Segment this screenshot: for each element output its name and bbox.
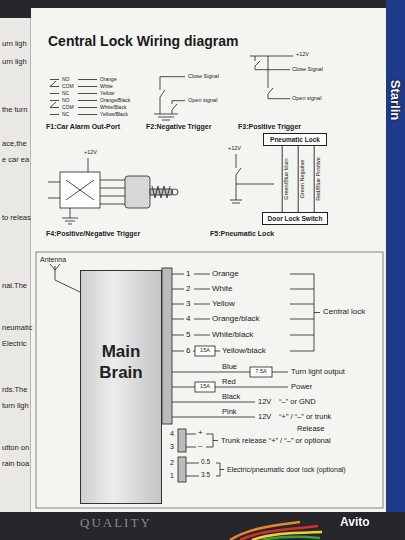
page-fragment: ace,the [2,140,27,148]
wire-label: 1 [170,472,174,479]
wire-label: Red [222,378,236,386]
component-box: Pneumatic Lock [263,133,327,146]
wire-label: 0.5 [201,459,210,466]
fuse-rating: 15A [200,348,210,354]
page-fragment: urn ligh [2,40,27,48]
wire-label: +12V [228,146,241,152]
wire-label: +12V [296,52,309,58]
component-name: Door Lock Switch [268,215,323,222]
wire-label: 4 [170,430,174,437]
wire-label: NC [62,91,69,96]
wire-label: Electric/pneumatic door lock (optional) [227,466,346,473]
wire-label: White [100,84,113,89]
wire-label: – [198,442,202,450]
page-fragment: utton on [2,444,29,452]
wire-label: 3.5 [201,472,210,479]
wire-label: Trunk release “+” / “–” or optional [221,437,331,445]
wire-label: 1 [186,270,190,278]
wire-label: NO [62,98,70,103]
wire-label: Yellow/Black [100,112,128,117]
wire-connector [282,146,283,212]
wire-label: Pink [222,408,237,416]
wire-connector [314,146,315,212]
page-fragment: the turn [2,106,27,114]
wire-label: Orange/Black [100,98,130,103]
wire-label: Red/Blue Positive [316,157,322,200]
wire-label: Close Signal [188,74,219,80]
wire-label: Close Signal [292,67,323,73]
wire-label: 4 [186,315,190,323]
wire-label: Central lock [323,308,365,316]
wire-label: 3 [186,300,190,308]
page-fragment: neumatic [2,324,32,332]
box-print: QUALITY [80,516,152,529]
wire-label: 2 [170,459,174,466]
wire-label: 12V [258,413,271,421]
page-fragment: Electric [2,340,27,348]
wire-label: Turn light output [291,368,345,376]
wire-label: +12V [84,150,97,156]
watermark: Starlin [389,80,402,120]
wire-label: White/Black [100,105,126,110]
wire-label: Open signal [188,98,217,104]
page-fragment: nal.The [2,282,27,290]
wire-label: NO [62,77,70,82]
wire-label: Green/Blue Main [284,158,290,199]
fuse-rating: 7.5A [255,369,266,375]
component-box: Door Lock Switch [262,212,329,225]
figure-caption: F2:Negative Trigger [146,123,211,130]
figure-caption: F4:Positive/Negative Trigger [46,230,140,237]
wire-label: Orange [212,270,239,278]
wire-label: 2 [186,285,190,293]
page-fragment: e car ea [2,156,29,164]
fuse-rating: 15A [200,384,210,390]
unit-name: Main Brain [81,341,161,384]
wire-label: 6 [186,347,190,355]
wire-label: Orange/black [212,315,260,323]
wire-label: “–” or GND [279,398,316,406]
wire-label: “+” / “–” or trunk [279,413,331,421]
wire-label: Blue [222,363,237,371]
wire-label: Black [222,393,240,401]
watermark: Avito [340,516,370,528]
wire-label: Yellow [100,91,114,96]
figure-caption: F3:Positive Trigger [238,123,301,130]
diagram-title: Central Lock Wiring diagram [48,34,238,48]
page-fragment: rain boa [2,460,29,468]
wire-label: COM [62,105,74,110]
wire-label: Release [297,425,325,433]
figure-caption: F1:Car Alarm Out-Port [46,123,120,130]
wire-label: COM [62,84,74,89]
wire-connector [298,146,299,212]
wire-label: Orange [100,77,117,82]
page-fragment: urn ligh [2,58,27,66]
wire-label: + [198,429,203,437]
figure-caption: F5:Pneumatic Lock [210,230,274,237]
wire-label: Antenna [40,256,66,263]
wire-label: Yellow/black [222,347,266,355]
wire-label: White [212,285,232,293]
page-fragment: rds.The [2,386,27,394]
wire-label: 5 [186,331,190,339]
wire-label: Open signal [292,96,321,102]
wire-label: Green Negative [300,160,306,199]
page-fragment: turn ligh [2,402,29,410]
wire-label: White/black [212,331,253,339]
page-fragment: to releas [2,214,31,222]
component-name: Pneumatic Lock [269,136,321,143]
wire-label: Yellow [212,300,235,308]
wire-label: 3 [170,443,174,450]
wire-label: NC [62,112,69,117]
control-unit-box: Main Brain [80,270,162,504]
wire-label: 12V [258,398,271,406]
wire-label: Power [291,383,312,391]
